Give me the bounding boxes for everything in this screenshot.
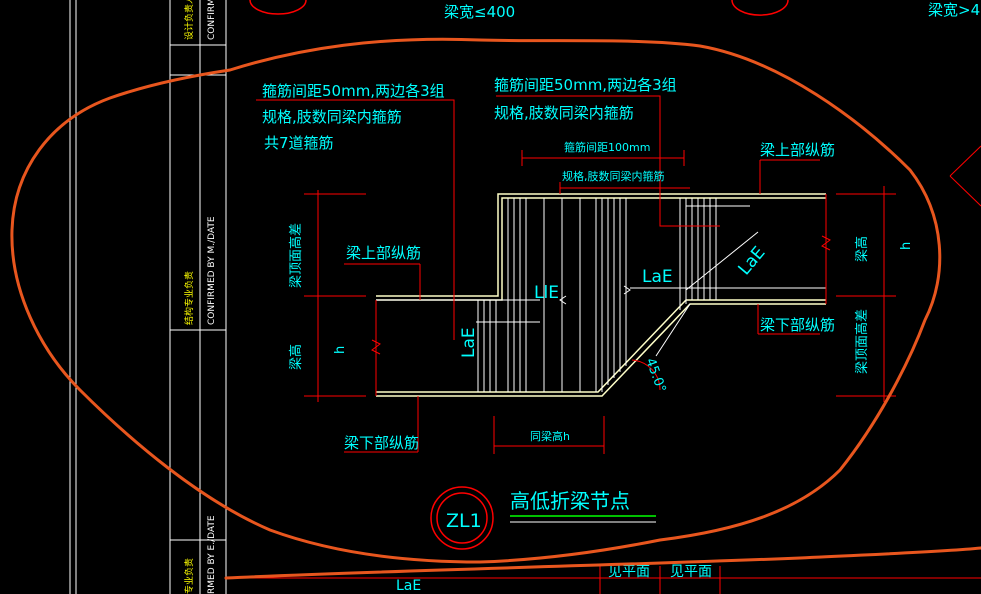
annotations: 箍筋间距50mm,两边各3组 规格,肢数同梁内箍筋 共7道箍筋 箍筋间距50mm… [262, 76, 914, 452]
note-left-1: 箍筋间距50mm,两边各3组 [262, 82, 445, 100]
bottom-fragment: LaE 见平面 见平面 [226, 564, 981, 594]
strip-label-2: 结构专业负责 [183, 271, 195, 325]
note-right-2: 规格,肢数同梁内箍筋 [494, 104, 634, 122]
dim-top-2: 规格,肢数同梁内箍筋 [562, 169, 665, 183]
title-tag: ZL1 [446, 510, 482, 532]
note-left-2: 规格,肢数同梁内箍筋 [262, 108, 402, 126]
strip-label-3-en: RMED BY E./DATE [207, 515, 217, 594]
label-top-rebar-right: 梁上部纵筋 [760, 141, 835, 159]
rebar-lines [376, 205, 826, 357]
label-bottom-rebar-left: 梁下部纵筋 [344, 434, 419, 452]
strip-label-1: 设计负责人 [183, 0, 195, 40]
beam-outline [376, 193, 826, 397]
title-block-strip: 设计负责人 CONFIRME 结构专业负责 CONFIRMED BY M./DA… [69, 0, 227, 594]
label-beam-diff-left: 梁顶面高差 [288, 223, 304, 288]
top-fragments: 梁宽≤400 梁宽>40 [249, 0, 981, 21]
arrow-marks [559, 285, 631, 305]
title-text: 高低折梁节点 [510, 489, 630, 513]
label-h-right: h [899, 242, 914, 250]
label-top-rebar-left: 梁上部纵筋 [346, 244, 421, 262]
label-angle: 45.0° [642, 356, 668, 394]
label-same-beam-h: 同梁高h [530, 429, 570, 443]
label-lae-diag: LaE [735, 243, 770, 279]
right-edge-fragment [949, 145, 981, 207]
label-lle: LlE [534, 283, 559, 303]
note-left-3: 共7道箍筋 [264, 134, 334, 152]
label-beam-height-right: 梁高 [854, 236, 870, 262]
label-bottom-rebar-right: 梁下部纵筋 [760, 316, 835, 334]
strip-label-1-en: CONFIRME [207, 0, 217, 40]
see-plan-1: 见平面 [608, 564, 650, 580]
top-label-left: 梁宽≤400 [444, 3, 515, 21]
label-beam-height-left: 梁高 [288, 344, 304, 370]
title-block: ZL1 高低折梁节点 [430, 486, 656, 550]
orange-markup [10, 37, 981, 580]
see-plan-2: 见平面 [670, 564, 712, 580]
label-h-left: h [333, 346, 348, 354]
stirrups [477, 198, 717, 392]
label-lae-center: LaE [642, 267, 673, 287]
note-right-1: 箍筋间距50mm,两边各3组 [494, 76, 677, 94]
strip-label-3: 专业负责 [183, 558, 195, 594]
red-leaders [256, 95, 896, 454]
label-lae-left: LaE [459, 327, 479, 358]
dim-top-1: 箍筋间距100mm [564, 140, 650, 154]
bottom-lae: LaE [396, 578, 421, 594]
strip-label-2-en: CONFIRMED BY M./DATE [207, 216, 217, 325]
top-label-right: 梁宽>40 [928, 1, 981, 19]
label-beam-diff-right: 梁顶面高差 [854, 309, 870, 374]
